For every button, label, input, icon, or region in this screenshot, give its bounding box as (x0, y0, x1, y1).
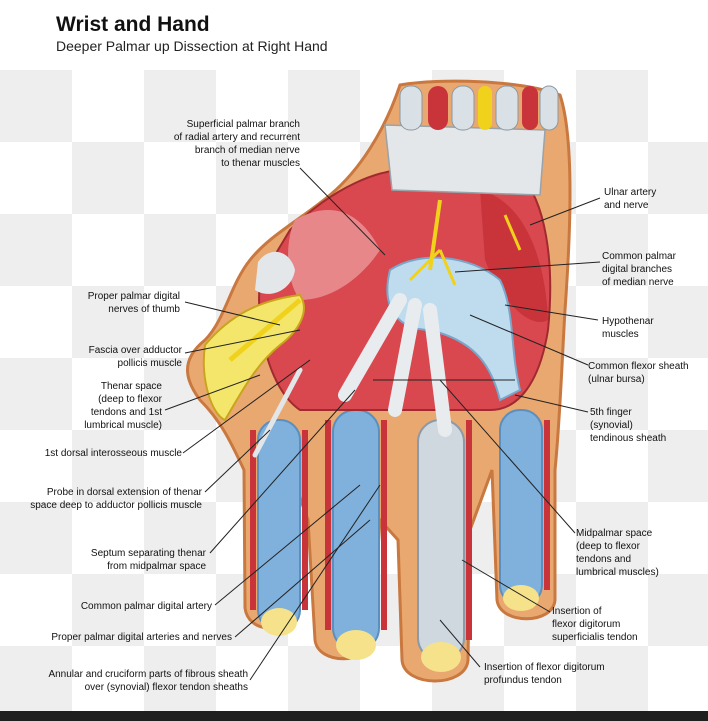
thumb (202, 251, 305, 422)
label-proper-palmar-digital-arteries: Proper palmar digital arteries and nerve… (51, 632, 232, 643)
probe (252, 367, 303, 458)
label-common-palmar-digital-artery: Common palmar digital artery (80, 601, 212, 612)
label-insertion-profundus: Insertion of flexor digitorum profundus … (484, 662, 605, 686)
label-superficial-palmar-branch: Superficial palmar branch of radial arte… (173, 119, 300, 169)
page-subtitle: Deeper Palmar up Dissection at Right Han… (56, 38, 328, 54)
wrist-tendons (399, 85, 559, 131)
label-first-dorsal-interosseous: 1st dorsal interosseous muscle (44, 448, 182, 459)
label-insertion-superficialis: Insertion of flexor digitorum superficia… (552, 606, 638, 643)
label-common-flexor-sheath: Common flexor sheath (ulnar bursa) (588, 361, 689, 385)
bottom-bar (0, 711, 708, 721)
label-thenar-space: Thenar space (deep to flexor tendons and… (84, 381, 162, 431)
finger-sheaths (250, 409, 550, 672)
label-fifth-finger-sheath: 5th finger (synovial) tendinous sheath (590, 407, 667, 444)
label-septum: Septum separating thenar from midpalmar … (90, 548, 206, 572)
label-probe: Probe in dorsal extension of thenar spac… (30, 487, 202, 511)
flexor-tendons (338, 293, 452, 437)
label-common-palmar-digital-branches: Common palmar digital branches of median… (602, 251, 676, 288)
label-midpalmar-space: Midpalmar space (deep to flexor tendons … (576, 528, 659, 578)
leader-lines (164, 167, 601, 681)
page-title: Wrist and Hand (56, 13, 210, 36)
label-proper-palmar-digital-thumb: Proper palmar digital nerves of thumb (87, 291, 180, 315)
header: Wrist and Hand Deeper Palmar up Dissecti… (0, 0, 708, 70)
label-fascia-adductor: Fascia over adductor pollicis muscle (88, 345, 182, 369)
label-annular-cruciform: Annular and cruciform parts of fibrous s… (48, 669, 248, 693)
label-ulnar-artery: Ulnar artery and nerve (604, 187, 657, 211)
median-nerve-branches (408, 199, 522, 286)
label-hypothenar: Hypothenar muscles (602, 316, 654, 340)
flexor-retinaculum (384, 124, 546, 196)
